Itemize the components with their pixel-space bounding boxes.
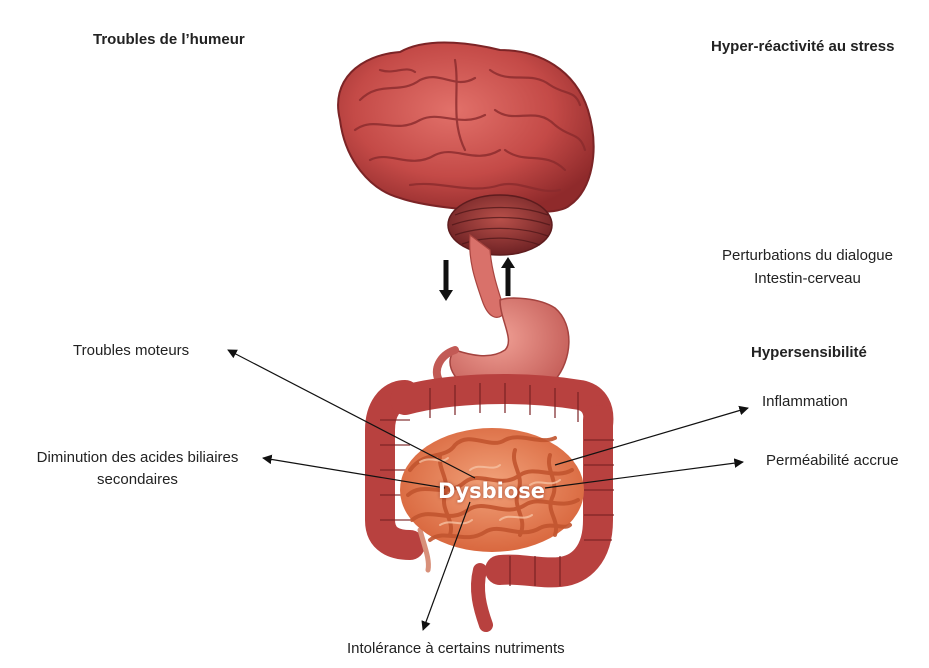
label-dialogue-line1: Perturbations du dialogue <box>700 246 915 265</box>
down-arrow-head <box>439 290 453 301</box>
label-motor: Troubles moteurs <box>73 341 189 360</box>
label-intolerance: Intolérance à certains nutriments <box>347 639 565 658</box>
heading-stress: Hyper-réactivité au stress <box>711 37 894 56</box>
label-dialogue-line2: Intestin-cerveau <box>700 269 915 288</box>
brain <box>338 42 594 212</box>
cerebellum <box>448 195 552 255</box>
label-inflammation: Inflammation <box>762 392 848 411</box>
label-bile-line1: Diminution des acides biliaires <box>10 448 265 467</box>
label-dialogue: Perturbations du dialogue Intestin-cerve… <box>700 246 915 288</box>
heading-mood: Troubles de l’humeur <box>93 30 245 49</box>
label-bile-line2: secondaires <box>10 470 265 489</box>
up-arrow-head <box>501 257 515 268</box>
label-dysbiosis: Dysbiose <box>438 479 545 503</box>
heading-hypersensitivity: Hypersensibilité <box>751 343 867 362</box>
label-permeability: Perméabilité accrue <box>766 451 899 470</box>
label-bile: Diminution des acides biliaires secondai… <box>10 448 265 489</box>
